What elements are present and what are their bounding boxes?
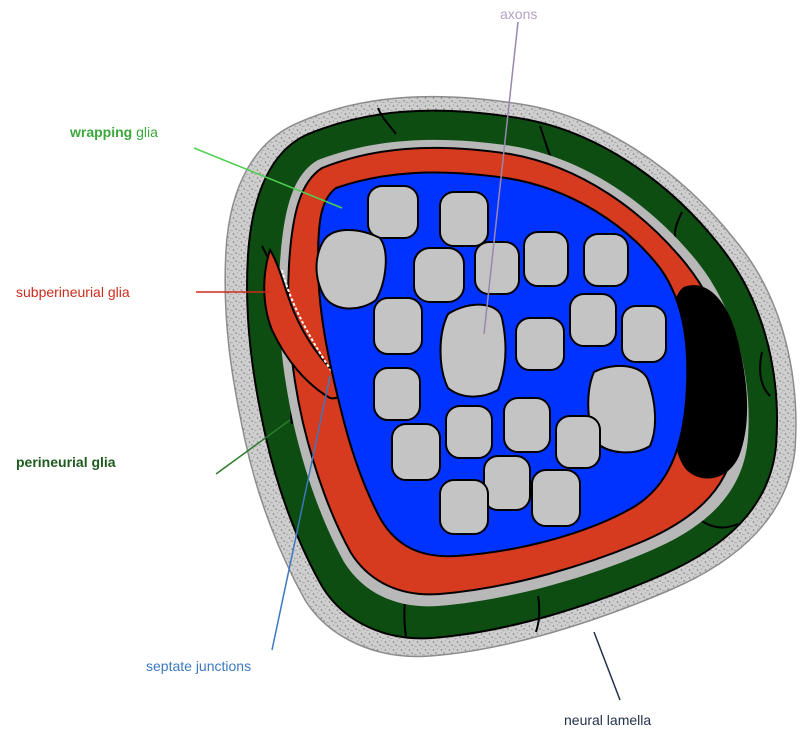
neural-lamella-label: neural lamella <box>564 712 651 728</box>
subperineurial-glia-label: subperineurial glia <box>16 284 130 300</box>
wrapping-glia-label-rest: glia <box>136 124 158 140</box>
axon <box>570 294 616 346</box>
axon <box>484 456 530 510</box>
axon <box>584 234 628 286</box>
lamella-leader-line <box>594 632 620 700</box>
wrapping-glia-label: wrapping glia <box>70 124 158 140</box>
axon <box>392 424 440 480</box>
axon <box>374 368 420 420</box>
axon <box>556 416 600 468</box>
axon <box>524 232 568 286</box>
axon <box>622 306 666 362</box>
axon <box>504 398 550 452</box>
axon <box>532 470 580 526</box>
axon <box>441 305 506 397</box>
axon <box>475 242 519 294</box>
axon <box>317 230 386 309</box>
axon <box>446 406 492 458</box>
wrapping-glia-label-bold: wrapping <box>70 124 132 140</box>
axon <box>414 248 464 302</box>
septate-junctions-label: septate junctions <box>146 658 251 674</box>
axon <box>516 318 564 370</box>
axons-label: axons <box>500 6 537 22</box>
axon <box>374 298 422 354</box>
axon <box>440 480 488 534</box>
axon <box>368 186 418 238</box>
perineurial-glia-label: perineurial glia <box>16 454 116 470</box>
axon <box>440 192 488 246</box>
